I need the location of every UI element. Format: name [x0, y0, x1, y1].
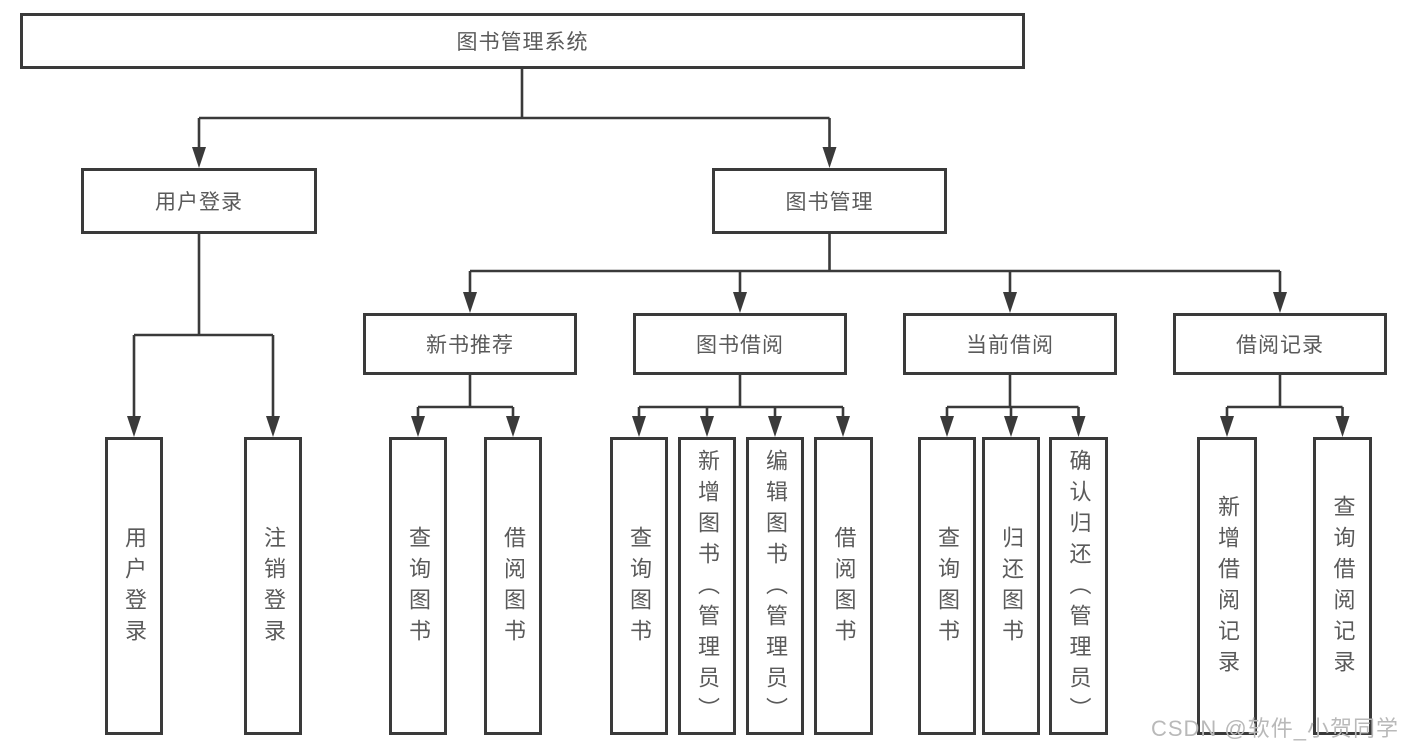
node-borrowing-records: 借阅记录 — [1173, 313, 1387, 375]
leaf-user-login: 用户登录 — [105, 437, 163, 735]
edge-root-to-children — [192, 69, 837, 168]
node-current-borrowing: 当前借阅 — [903, 313, 1117, 375]
leaf-query-books-current: 查询图书 — [918, 437, 976, 735]
leaf-add-books-admin: 新增图书（管理员） — [678, 437, 736, 735]
edge-book-mgmt-to-children — [463, 234, 1287, 313]
leaf-borrow-books-borrowing: 借阅图书 — [814, 437, 873, 735]
edge-borrow-records-to-children — [1220, 375, 1350, 437]
edge-new-books-to-children — [411, 375, 520, 437]
edge-user-login-to-children — [127, 234, 280, 437]
leaf-return-books: 归还图书 — [982, 437, 1040, 735]
leaf-confirm-return-admin: 确认归还（管理员） — [1049, 437, 1108, 735]
node-user-login: 用户登录 — [81, 168, 317, 234]
node-book-management: 图书管理 — [712, 168, 947, 234]
leaf-query-books-recommendation: 查询图书 — [389, 437, 447, 735]
leaf-logout-login: 注销登录 — [244, 437, 302, 735]
node-root-system: 图书管理系统 — [20, 13, 1025, 69]
leaf-add-borrow-record: 新增借阅记录 — [1197, 437, 1257, 735]
leaf-query-borrow-record: 查询借阅记录 — [1313, 437, 1372, 735]
leaf-edit-books-admin: 编辑图书（管理员） — [746, 437, 804, 735]
csdn-watermark: CSDN @软件_小贺同学 — [1150, 716, 1399, 741]
edge-book-borrow-to-children — [632, 375, 850, 437]
leaf-query-books-borrowing: 查询图书 — [610, 437, 668, 735]
edge-current-borrow-to-children — [940, 375, 1086, 437]
leaf-borrow-books-recommendation: 借阅图书 — [484, 437, 542, 735]
node-new-book-recommendation: 新书推荐 — [363, 313, 577, 375]
node-book-borrowing: 图书借阅 — [633, 313, 847, 375]
